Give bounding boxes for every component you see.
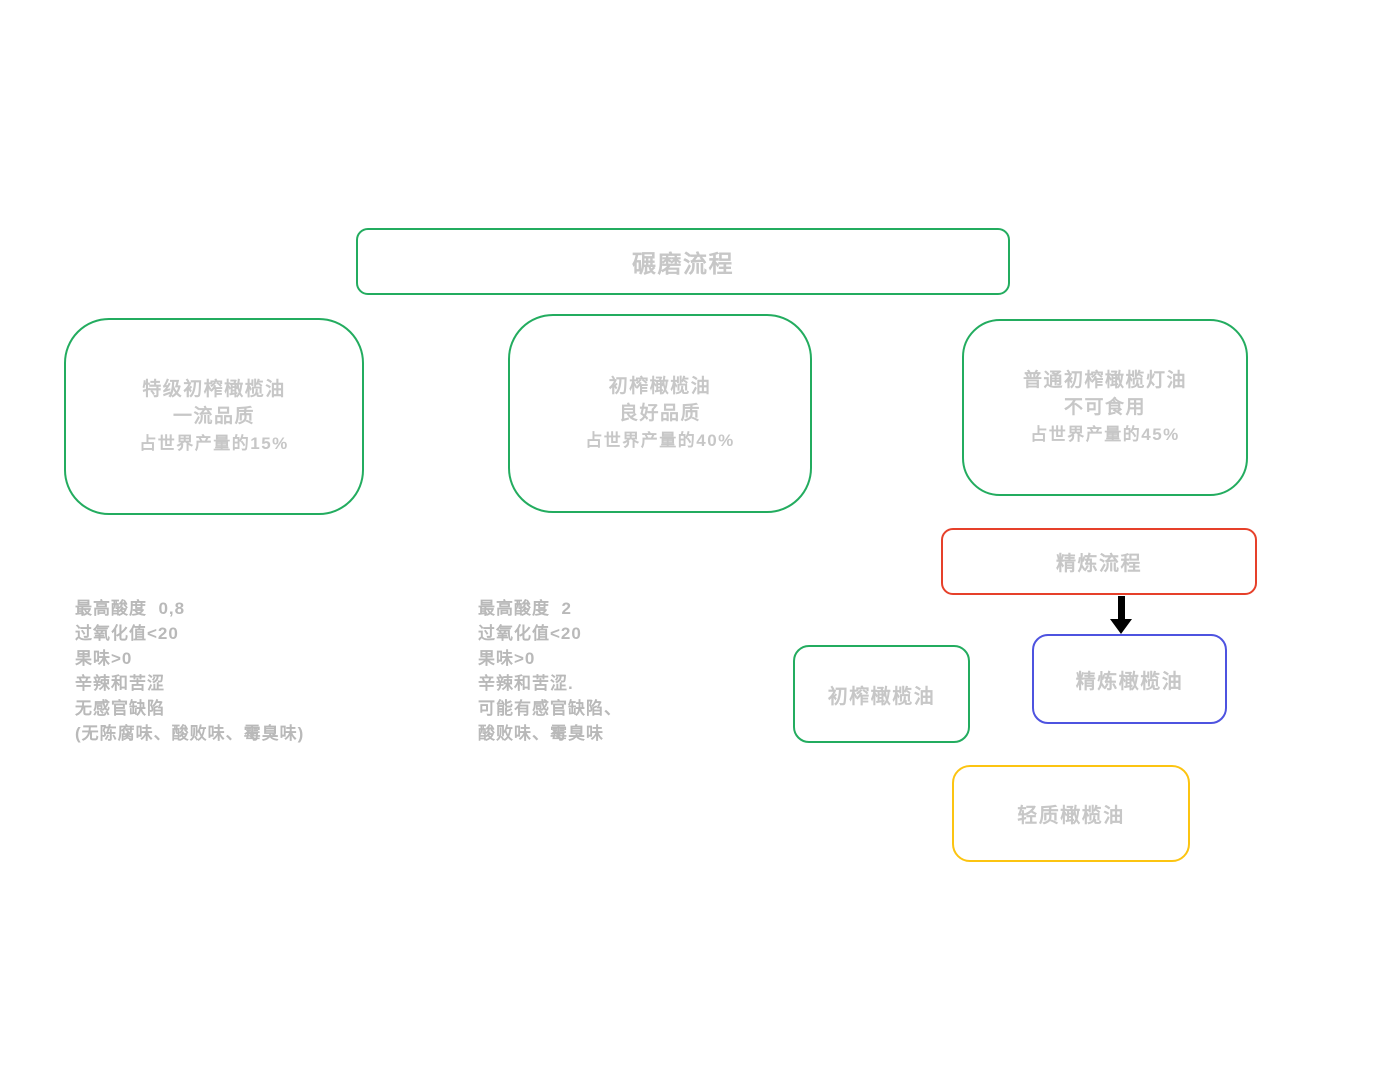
down-arrow-icon xyxy=(1110,596,1132,634)
milling-process-label: 碾磨流程 xyxy=(632,251,734,278)
spec-note-virgin: 最高酸度 2 过氧化值<20 果味>0 辛辣和苦涩. 可能有感官缺陷、 酸败味、… xyxy=(478,596,778,746)
grade-share: 占世界产量的40% xyxy=(585,431,735,450)
spec-line: (无陈腐味、酸败味、霉臭味) xyxy=(75,724,305,743)
spec-line: 果味>0 xyxy=(478,649,536,668)
grade-name: 初榨橄榄油 xyxy=(608,376,712,397)
grade-quality: 一流品质 xyxy=(172,406,255,427)
spec-line: 过氧化值<20 xyxy=(478,624,582,643)
virgin-olive-oil-label: 初榨橄榄油 xyxy=(827,685,936,708)
grade-box-extra-virgin: 特级初榨橄榄油 一流品质 占世界产量的15% xyxy=(64,318,364,515)
milling-process-box: 碾磨流程 xyxy=(356,228,1010,295)
spec-line: 过氧化值<20 xyxy=(75,624,179,643)
virgin-olive-oil-box: 初榨橄榄油 xyxy=(793,645,970,743)
arrow-head xyxy=(1110,619,1132,634)
spec-line: 辛辣和苦涩. xyxy=(478,674,574,693)
spec-line: 最高酸度 0,8 xyxy=(75,599,186,618)
arrow-shaft xyxy=(1117,596,1125,619)
refined-olive-oil-box: 精炼橄榄油 xyxy=(1032,634,1227,724)
grade-name: 普通初榨橄榄灯油 xyxy=(1022,370,1187,391)
refining-process-label: 精炼流程 xyxy=(1056,553,1142,575)
spec-line: 果味>0 xyxy=(75,649,133,668)
spec-line: 无感官缺陷 xyxy=(75,699,165,718)
light-olive-oil-box: 轻质橄榄油 xyxy=(952,765,1190,862)
refining-process-box: 精炼流程 xyxy=(941,528,1257,595)
grade-quality: 良好品质 xyxy=(618,403,701,424)
spec-line: 酸败味、霉臭味 xyxy=(478,724,604,743)
grade-name: 特级初榨橄榄油 xyxy=(142,379,286,400)
grade-quality: 不可食用 xyxy=(1063,397,1146,418)
refined-olive-oil-label: 精炼橄榄油 xyxy=(1075,670,1184,693)
grade-box-lampante: 普通初榨橄榄灯油 不可食用 占世界产量的45% xyxy=(962,319,1248,496)
light-olive-oil-label: 轻质橄榄油 xyxy=(1017,805,1125,827)
grade-box-virgin: 初榨橄榄油 良好品质 占世界产量的40% xyxy=(508,314,812,513)
grade-share: 占世界产量的15% xyxy=(139,434,289,453)
spec-note-extra-virgin: 最高酸度 0,8 过氧化值<20 果味>0 辛辣和苦涩 无感官缺陷 (无陈腐味、… xyxy=(75,596,375,746)
spec-line: 最高酸度 2 xyxy=(478,599,572,618)
spec-line: 可能有感官缺陷、 xyxy=(478,699,622,718)
spec-line: 辛辣和苦涩 xyxy=(75,674,165,693)
grade-share: 占世界产量的45% xyxy=(1030,425,1180,444)
